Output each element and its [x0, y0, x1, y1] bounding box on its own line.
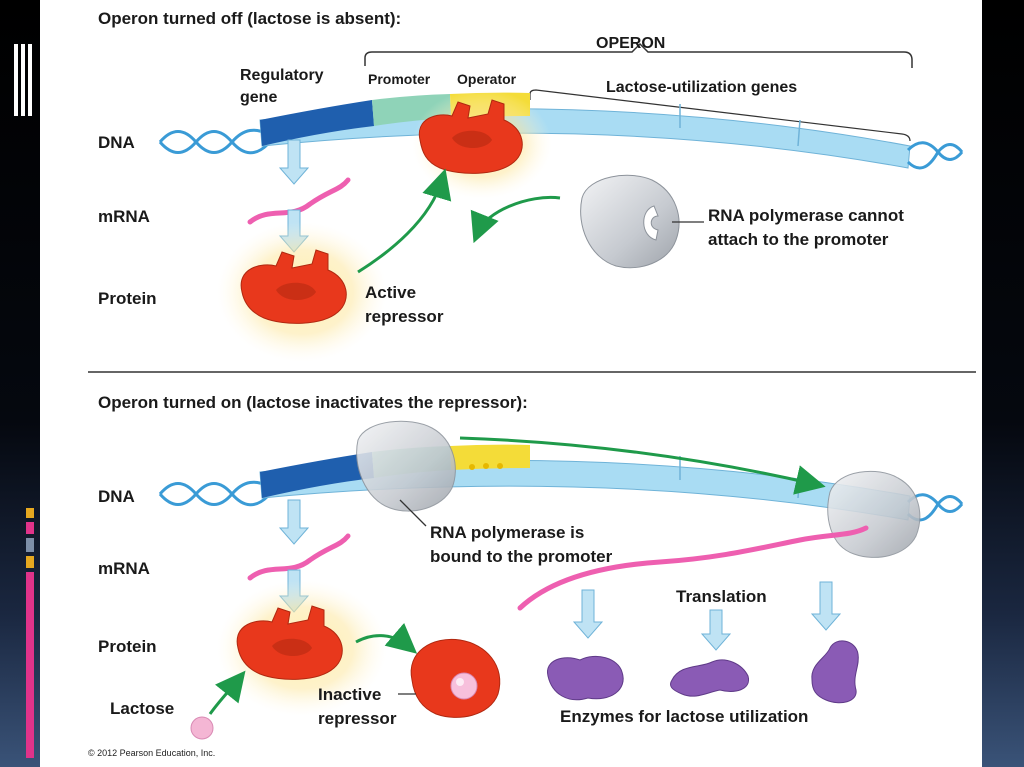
- inactive-repressor-icon: [410, 638, 501, 718]
- dna-helix-left: [158, 128, 270, 155]
- accent-bars-top: [14, 44, 36, 116]
- active-repressor-label-1: Active: [365, 283, 416, 302]
- lactose-label: Lactose: [110, 699, 174, 718]
- polymerase-blocked-arrow: [470, 195, 561, 244]
- dna-helix-right: [906, 141, 964, 170]
- operon-bracket: [364, 42, 913, 68]
- active-repressor-label-2: repressor: [365, 307, 444, 326]
- protein-label-off: Protein: [98, 289, 157, 308]
- polymerase-bound-callout: [399, 499, 427, 527]
- genes-bracket: [529, 89, 911, 142]
- enzyme-icon-2: [669, 659, 750, 697]
- rna-pol-cannot-label-1: RNA polymerase cannot: [708, 206, 904, 225]
- rna-polymerase-icon-promoter: [356, 420, 456, 512]
- transcription-direction-arrow: [459, 436, 826, 495]
- panel-off-title: Operon turned off (lactose is absent):: [98, 9, 401, 28]
- rna-polymerase-icon-off: [580, 174, 680, 269]
- operator-segment-on: [450, 444, 530, 470]
- rna-polymerase-icon-end: [827, 470, 921, 558]
- lactose-molecule-icon: [190, 716, 214, 740]
- regulatory-gene-segment-on: [260, 452, 374, 498]
- accent-bars-bottom: [26, 508, 36, 758]
- operon-mrna-strand: [517, 525, 869, 611]
- rna-pol-cannot-label-2: attach to the promoter: [708, 230, 889, 249]
- operator-label: Operator: [457, 71, 517, 87]
- mrna-label-on: mRNA: [98, 559, 150, 578]
- inactive-repressor-label-2: repressor: [318, 709, 397, 728]
- transcription-arrow-on: [278, 499, 310, 545]
- rna-pol-bound-label-1: RNA polymerase is: [430, 523, 584, 542]
- panel-operon-on: Operon turned on (lactose inactivates th…: [88, 393, 964, 758]
- translation-arrows-enzymes: [572, 581, 842, 651]
- rna-pol-bound-label-2: bound to the promoter: [430, 547, 613, 566]
- dna-label-on: DNA: [98, 487, 135, 506]
- lactose-genes-label: Lactose-utilization genes: [606, 79, 797, 96]
- promoter-label: Promoter: [368, 71, 431, 87]
- panel-on-title: Operon turned on (lactose inactivates th…: [98, 393, 528, 412]
- gene-dividers: [679, 104, 801, 147]
- repressor-icon-on: [236, 605, 343, 680]
- dna-helix-left-on: [158, 480, 270, 507]
- transcription-arrow-off: [278, 139, 310, 185]
- enzyme-icon-1: [547, 656, 624, 701]
- regulatory-gene-label-2: gene: [240, 89, 277, 106]
- translation-label: Translation: [676, 587, 767, 606]
- enzyme-icon-3: [811, 640, 859, 704]
- operon-label: OPERON: [596, 35, 665, 52]
- mrna-label-off: mRNA: [98, 207, 150, 226]
- inactivation-arrow: [355, 622, 418, 654]
- lactose-binding-arrow: [208, 670, 246, 715]
- slide-panel: Operon turned off (lactose is absent): O…: [40, 0, 982, 767]
- repressor-bound-icon: [418, 99, 523, 174]
- copyright-text: © 2012 Pearson Education, Inc.: [88, 748, 215, 758]
- regulatory-gene-label-1: Regulatory: [240, 67, 324, 84]
- protein-label-on: Protein: [98, 637, 157, 656]
- dna-label-off: DNA: [98, 133, 135, 152]
- inactive-repressor-label-1: Inactive: [318, 685, 381, 704]
- operator-notches: [469, 463, 503, 470]
- active-repressor-icon: [240, 249, 347, 324]
- regulatory-gene-segment: [260, 100, 374, 146]
- repressor-binding-arrow: [357, 168, 452, 274]
- mrna-strand-on: [247, 533, 351, 581]
- mrna-strand-off: [247, 177, 351, 225]
- panel-operon-off: Operon turned off (lactose is absent): O…: [98, 9, 964, 362]
- enzymes-label: Enzymes for lactose utilization: [560, 707, 808, 726]
